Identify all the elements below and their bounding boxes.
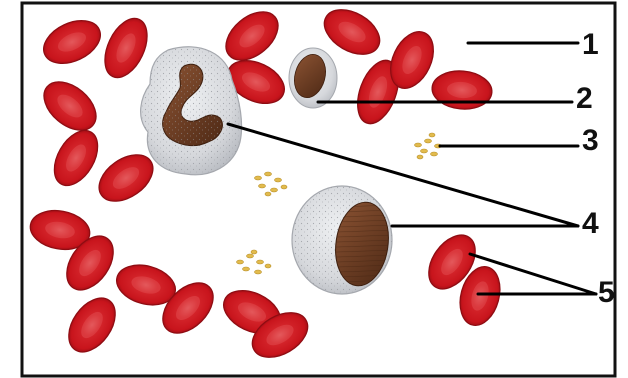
label-1: 1 <box>582 28 599 61</box>
label-4: 4 <box>582 207 599 240</box>
label-5: 5 <box>598 276 615 309</box>
neutrophil <box>141 47 242 175</box>
monocyte <box>292 186 394 294</box>
small-lymphocyte <box>289 48 337 108</box>
label-2: 2 <box>576 82 593 115</box>
label-3: 3 <box>582 124 599 157</box>
